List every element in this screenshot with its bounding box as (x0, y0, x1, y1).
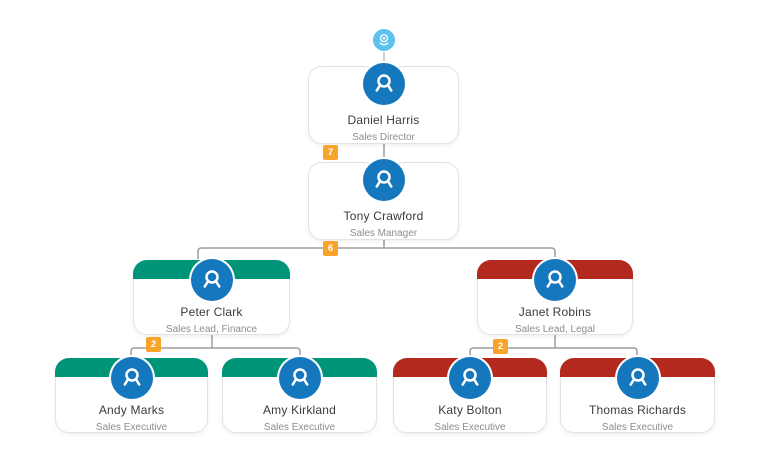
member-name: Katy Bolton (438, 403, 502, 417)
member-title: Sales Manager (349, 228, 418, 239)
org-node-andy-marks[interactable]: Andy Marks Sales Executive (55, 357, 208, 433)
descendant-count-badge[interactable]: 2 (493, 339, 508, 354)
descendant-count-badge[interactable]: 7 (323, 145, 338, 160)
member-name: Daniel Harris (347, 113, 420, 127)
org-root-icon[interactable] (373, 29, 395, 51)
descendant-count-badge[interactable]: 6 (323, 241, 338, 256)
org-node-daniel-harris[interactable]: Daniel Harris Sales Director (308, 63, 459, 144)
user-avatar-icon (534, 259, 576, 301)
descendant-count-badge[interactable]: 2 (146, 337, 161, 352)
user-avatar-icon (190, 259, 233, 301)
member-title: Sales Lead, Legal (514, 324, 596, 335)
root-glyph-icon (379, 34, 389, 46)
user-avatar-icon (362, 159, 405, 201)
member-name: Peter Clark (180, 305, 243, 319)
member-title: Sales Lead, Finance (165, 324, 258, 335)
member-title: Sales Executive (263, 422, 336, 433)
user-avatar-icon (278, 357, 321, 399)
org-node-katy-bolton[interactable]: Katy Bolton Sales Executive (393, 357, 547, 433)
member-name: Janet Robins (518, 305, 592, 319)
member-title: Sales Executive (434, 422, 506, 433)
org-node-janet-robins[interactable]: Janet Robins Sales Lead, Legal (477, 259, 633, 335)
org-node-tony-crawford[interactable]: Tony Crawford Sales Manager (308, 159, 459, 240)
member-title: Sales Executive (601, 422, 674, 433)
member-name: Thomas Richards (588, 403, 687, 417)
org-node-thomas-richards[interactable]: Thomas Richards Sales Executive (560, 357, 715, 433)
org-node-peter-clark[interactable]: Peter Clark Sales Lead, Finance (133, 259, 290, 335)
user-avatar-icon (362, 63, 405, 105)
user-avatar-icon (616, 357, 659, 399)
org-node-amy-kirkland[interactable]: Amy Kirkland Sales Executive (222, 357, 377, 433)
member-name: Tony Crawford (343, 209, 424, 223)
member-title: Sales Director (352, 132, 415, 143)
user-avatar-icon (110, 357, 153, 399)
member-name: Amy Kirkland (262, 403, 337, 417)
member-name: Andy Marks (98, 403, 165, 417)
member-title: Sales Executive (95, 422, 168, 433)
user-avatar-icon (449, 357, 491, 399)
